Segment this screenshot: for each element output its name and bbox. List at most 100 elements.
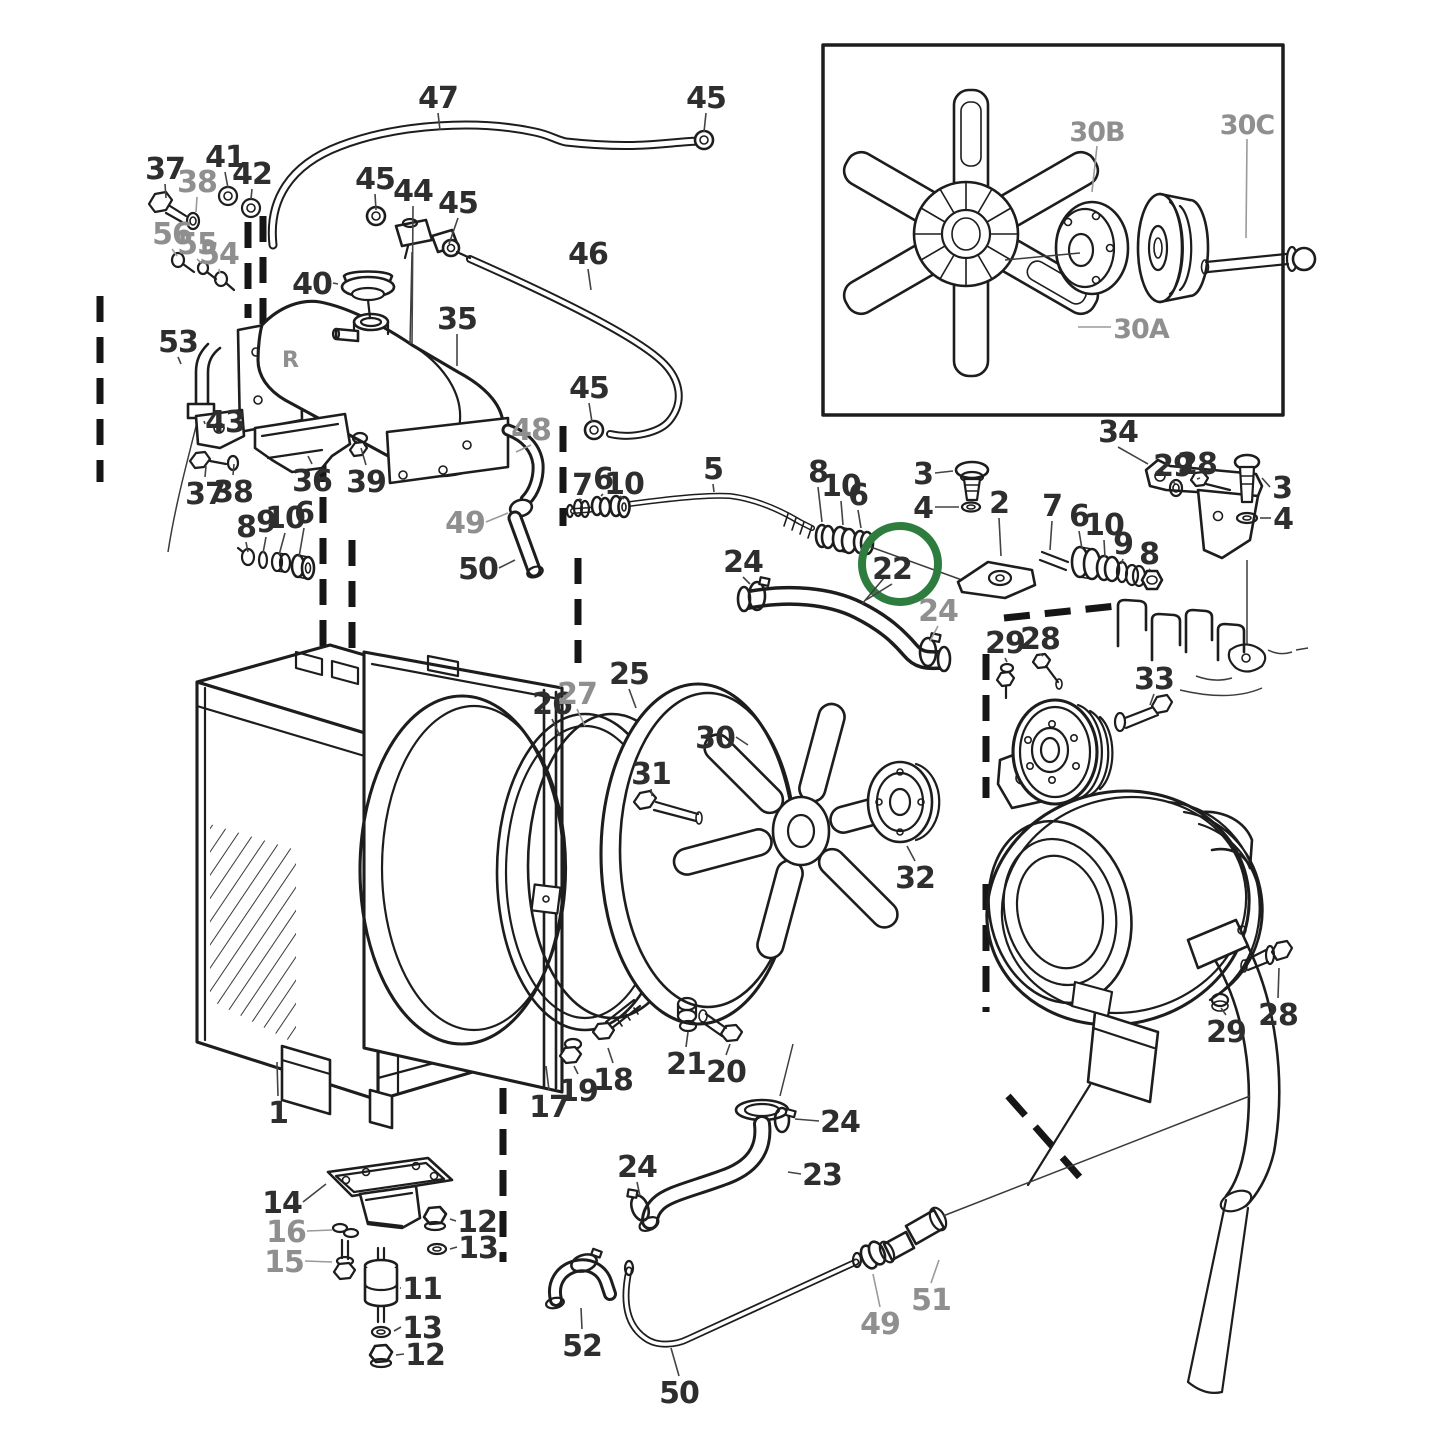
leader-6: [298, 527, 305, 558]
leader-40: [332, 282, 339, 285]
part-label-17: 17: [529, 1090, 569, 1125]
leader-6: [600, 493, 604, 497]
leader-8: [245, 541, 249, 553]
part-label-12: 12: [405, 1338, 445, 1373]
leader-2: [998, 517, 1002, 557]
part-label-R: R: [282, 348, 299, 373]
leader-46: [587, 268, 592, 291]
part-label-30A: 30A: [1113, 314, 1170, 345]
part-label-30C: 30C: [1220, 110, 1275, 141]
part-label-6: 6: [1069, 499, 1089, 534]
leader-42: [250, 188, 253, 200]
lower-hose: [626, 1043, 797, 1232]
part-label-16: 16: [266, 1215, 306, 1250]
part-label-30: 30: [695, 721, 735, 756]
part-label-24: 24: [820, 1105, 860, 1140]
part-label-6: 6: [294, 496, 314, 531]
leader-17: [545, 1065, 550, 1091]
leader-16: [306, 1229, 333, 1232]
part-label-35: 35: [437, 302, 477, 337]
leader-9: [1120, 558, 1124, 565]
part-label-24: 24: [723, 545, 763, 580]
part-label-52: 52: [562, 1329, 602, 1364]
part-label-45: 45: [569, 371, 609, 406]
leader-8: [817, 486, 823, 523]
part-label-5: 5: [703, 452, 723, 487]
part-label-43: 43: [205, 405, 245, 440]
leader-1: [276, 1061, 279, 1097]
leader-15: [304, 1260, 333, 1263]
part-label-49: 49: [445, 506, 485, 541]
leader-45: [703, 112, 707, 133]
fan-hub-flange: [866, 760, 941, 844]
part-label-37: 37: [185, 477, 225, 512]
leader-43: [203, 420, 206, 425]
leader-41: [224, 171, 229, 189]
part-label-50: 50: [458, 552, 498, 587]
leader-27: [576, 708, 586, 727]
hose-46: [466, 255, 683, 441]
part-label-32: 32: [895, 861, 935, 896]
fan-bolt: [632, 789, 703, 825]
part-label-13: 13: [402, 1311, 442, 1346]
inset-hub: [1054, 200, 1130, 296]
part-label-28: 28: [1020, 622, 1060, 657]
part-label-8: 8: [808, 455, 828, 490]
leader-22: [865, 583, 893, 601]
inset-bolt: [1004, 245, 1317, 275]
leader-12: [395, 1353, 405, 1356]
part-label-54: 54: [199, 237, 239, 272]
leader-24: [742, 576, 751, 585]
part-label-13: 13: [458, 1231, 498, 1266]
leader-6: [1078, 530, 1083, 550]
part-label-26: 26: [532, 687, 572, 722]
leader-7: [1049, 520, 1053, 551]
part-label-4: 4: [1273, 502, 1293, 537]
leader-28: [1039, 653, 1044, 657]
leader-13: [393, 1326, 402, 1332]
highlight-circle: [858, 522, 942, 606]
part-label-39: 39: [346, 465, 386, 500]
part-label-50: 50: [659, 1376, 699, 1411]
leader-13: [449, 1246, 458, 1250]
leader-52: [580, 1307, 583, 1330]
part-label-20: 20: [706, 1055, 746, 1090]
part-label-10: 10: [265, 501, 305, 536]
part-label-1: 1: [268, 1096, 288, 1131]
part-label-30B: 30B: [1069, 117, 1124, 148]
part-label-40: 40: [292, 267, 332, 302]
leader-10: [619, 495, 625, 500]
bracket-2: [954, 460, 1037, 600]
leader-5: [712, 483, 715, 493]
leader-36: [307, 455, 313, 465]
leader-45: [448, 217, 459, 245]
leader-6: [857, 509, 862, 529]
leader-45: [374, 193, 377, 211]
expansion-tank: [236, 251, 510, 485]
leader-49: [485, 512, 509, 523]
leader-3: [1261, 477, 1271, 488]
part-label-27: 27: [557, 677, 597, 712]
highlight-leader-tick: [861, 577, 885, 605]
leader-26: [551, 718, 561, 737]
part-label-29: 29: [985, 626, 1025, 661]
leader-49: [872, 1273, 881, 1308]
leader-44: [411, 205, 414, 345]
leader-37: [164, 183, 167, 199]
leader-23: [787, 1171, 802, 1175]
right-mounts: [995, 545, 1164, 700]
part-label-2: 2: [989, 486, 1009, 521]
part-label-42: 42: [232, 157, 272, 192]
inset: [821, 43, 1317, 417]
bottom-pipes: [545, 1095, 1251, 1348]
part-label-9: 9: [1113, 527, 1133, 562]
leader-20: [725, 1043, 731, 1056]
leader-24: [929, 625, 939, 642]
leader-10: [1103, 539, 1106, 558]
leader-38: [195, 196, 198, 213]
part-label-10: 10: [1084, 508, 1124, 543]
fan-shroud: [358, 650, 568, 1094]
shroud-bolts: [558, 996, 744, 1065]
inset-pulley: [1136, 192, 1210, 304]
part-label-14: 14: [262, 1186, 302, 1221]
